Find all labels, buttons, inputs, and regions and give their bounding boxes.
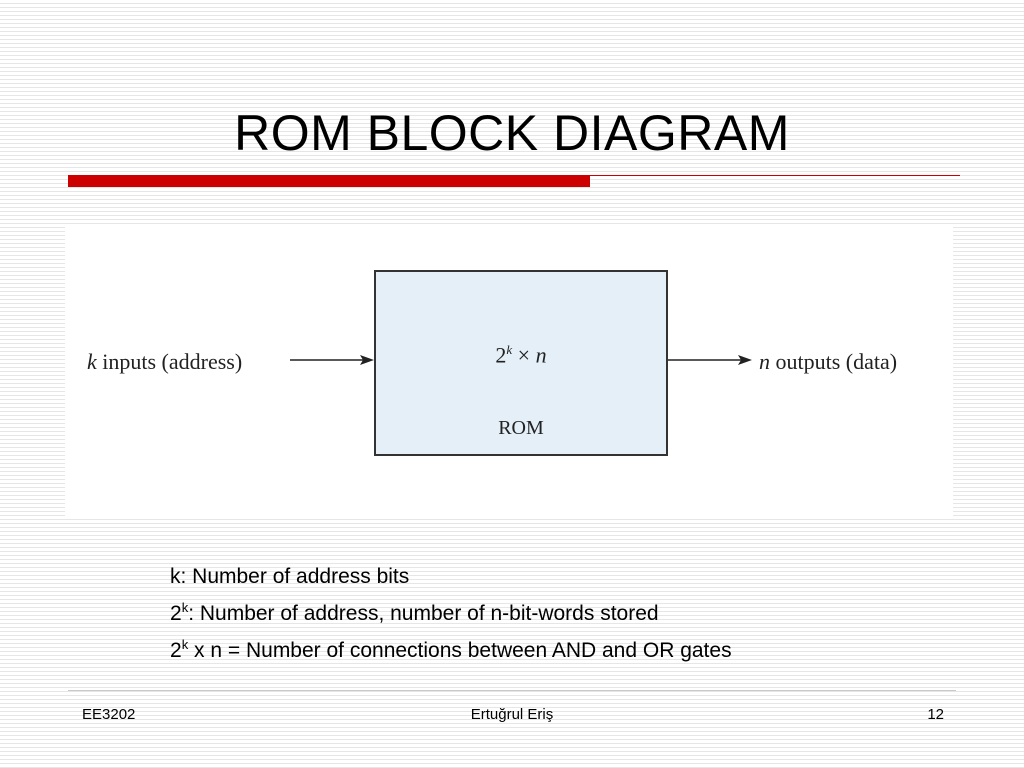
input-variable: k: [87, 349, 97, 374]
note-text: : Number of address, number of n-bit-wor…: [188, 602, 659, 625]
note-base: 2: [170, 639, 182, 662]
output-text: outputs (data): [770, 349, 898, 374]
title-underline-thin: [590, 175, 960, 176]
rom-size-base: 2: [495, 342, 507, 368]
rom-box: 2k × n ROM: [374, 270, 668, 456]
note-exponent: k: [181, 637, 189, 652]
footer-divider: [68, 690, 956, 691]
note-text: x n = Number of connections between AND …: [188, 639, 732, 662]
rom-block-diagram: k inputs (address) 2k × n ROM n outputs …: [65, 225, 953, 518]
footer-course: EE3202: [82, 706, 136, 723]
note-exponent: k: [181, 600, 189, 615]
output-arrow: [668, 355, 752, 365]
rom-size-var: n: [535, 342, 547, 368]
input-label: k inputs (address): [87, 349, 242, 375]
output-variable: n: [759, 349, 770, 374]
slide-title: ROM BLOCK DIAGRAM: [234, 105, 790, 161]
input-text: inputs (address): [96, 349, 243, 374]
rom-size-times: ×: [512, 342, 536, 368]
rom-size-exponent: k: [506, 342, 513, 357]
title-underline-red: [68, 175, 590, 187]
rom-size: 2k × n: [376, 342, 666, 368]
note-address-bits: k: Number of address bits: [170, 565, 410, 588]
notes: k: Number of address bits 2k: Number of …: [170, 561, 732, 666]
output-label: n outputs (data): [759, 349, 897, 375]
note-words-stored: 2k: Number of address, number of n-bit-w…: [170, 592, 732, 629]
footer-author: Ertuğrul Eriş: [470, 706, 554, 723]
note-base: 2: [170, 602, 182, 625]
input-arrow: [290, 355, 374, 365]
note-connections: 2k x n = Number of connections between A…: [170, 629, 732, 666]
rom-label: ROM: [498, 417, 544, 439]
footer-page-number: 12: [927, 706, 944, 723]
